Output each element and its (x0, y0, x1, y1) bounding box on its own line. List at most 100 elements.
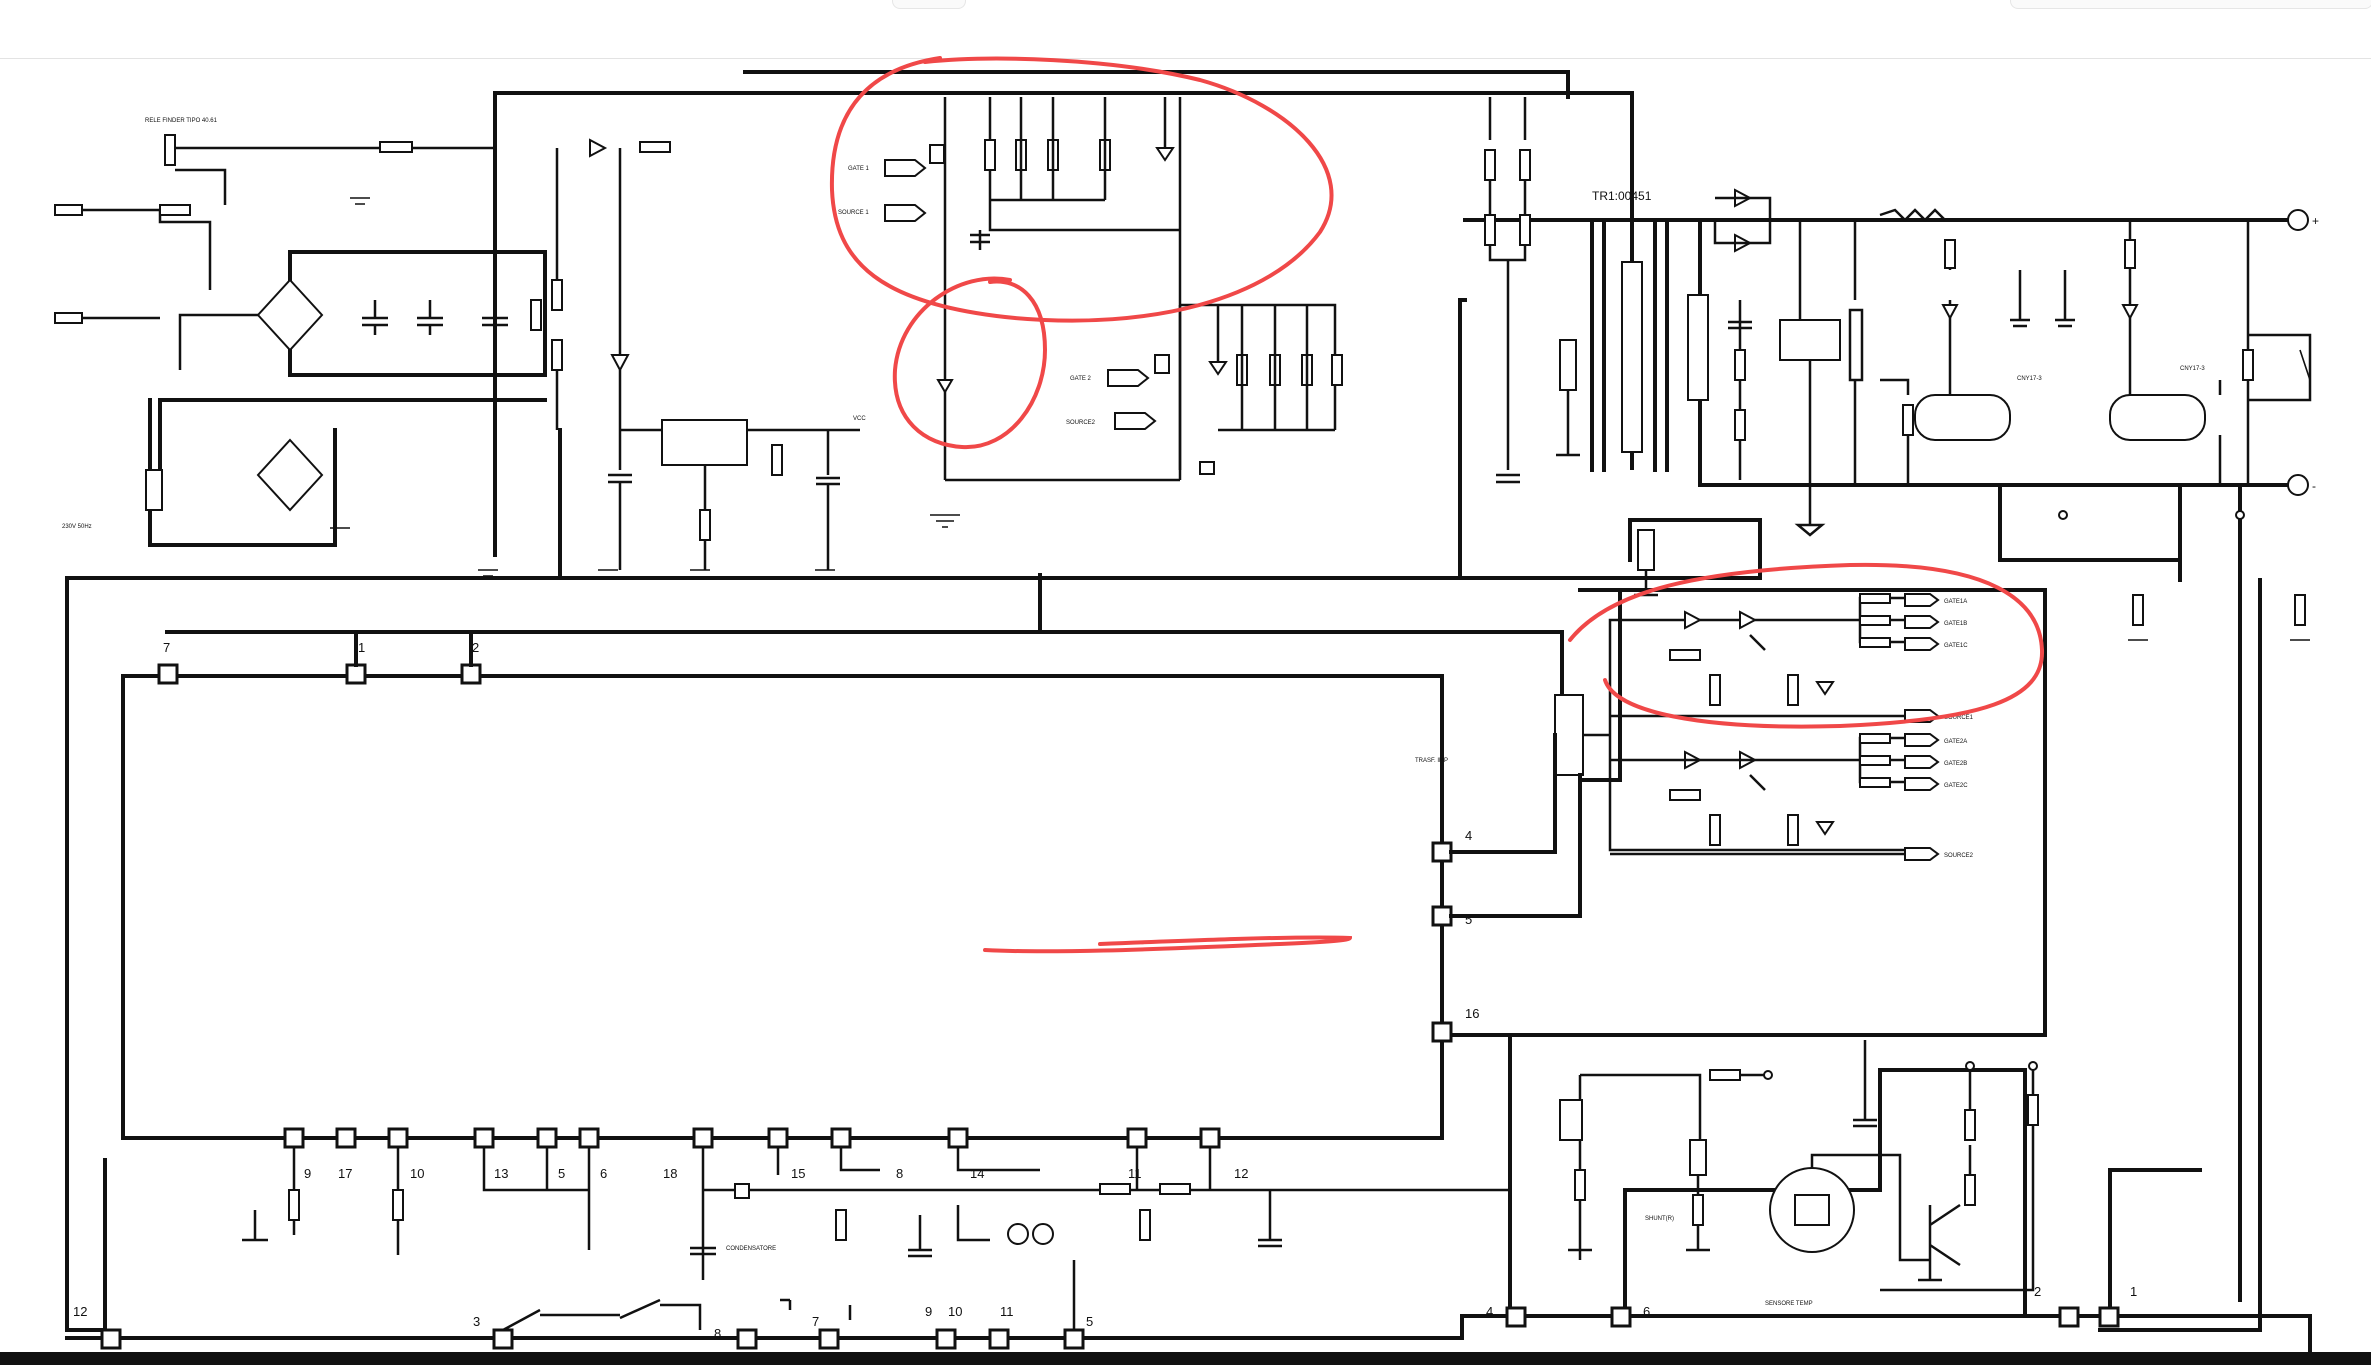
current-transformer (1637, 529, 1655, 571)
test-point[interactable] (1007, 1223, 1029, 1245)
pin[interactable] (1505, 1306, 1527, 1328)
pin-label: 3 (473, 1314, 480, 1329)
gate1b-label: GATE1B (1944, 621, 1967, 627)
terminal-gate1[interactable] (884, 159, 927, 177)
resistor (639, 141, 671, 153)
resistor (835, 1209, 847, 1241)
pin[interactable] (1431, 905, 1453, 927)
pin[interactable] (830, 1127, 852, 1149)
capacitor (734, 1183, 750, 1199)
out-pos-label: + (2312, 214, 2319, 228)
pin[interactable] (387, 1127, 409, 1149)
pin[interactable] (345, 663, 367, 685)
gate2b-label: GATE2B (1944, 761, 1967, 767)
pin[interactable] (988, 1328, 1010, 1350)
pin-label: 8 (896, 1166, 903, 1181)
pin[interactable] (692, 1127, 714, 1149)
pin[interactable] (947, 1127, 969, 1149)
pin[interactable] (818, 1328, 840, 1350)
terminal-gate2[interactable] (1107, 369, 1150, 387)
terminal-gate1a[interactable] (1904, 593, 1940, 607)
terminal-gate1c[interactable] (1904, 637, 1940, 651)
pin[interactable] (460, 663, 482, 685)
pin[interactable] (1610, 1306, 1632, 1328)
transformer-secondary (1687, 294, 1709, 401)
pin[interactable] (1126, 1127, 1148, 1149)
annotations (829, 56, 2045, 954)
pin[interactable] (335, 1127, 357, 1149)
inductor (1559, 339, 1577, 391)
tl1-label: TRASF. IMP (1415, 758, 1448, 764)
terminal-source2[interactable] (1904, 847, 1940, 861)
transformer-label: TR1:00451 (1592, 189, 1652, 203)
terminal-in[interactable] (54, 312, 83, 324)
resistor (1859, 777, 1891, 788)
pin[interactable] (536, 1127, 558, 1149)
pin-label: 4 (1486, 1304, 1493, 1319)
pin[interactable] (157, 663, 179, 685)
pin-label: 2 (472, 640, 479, 655)
resistor (2124, 239, 2136, 269)
resistor (771, 444, 783, 476)
pin-label: 7 (812, 1314, 819, 1329)
pin[interactable] (1199, 1127, 1221, 1149)
pin-label: 12 (73, 1304, 87, 1319)
resistor (1669, 789, 1701, 801)
source-2-label: SOURCE2 (1944, 853, 1974, 859)
output-section: TR1:00451 CNY17-3 CNY17-3 (1484, 97, 2319, 641)
resistor (1734, 409, 1746, 441)
terminal-gate2b[interactable] (1904, 755, 1940, 769)
output-terminal-negative[interactable] (2287, 474, 2309, 496)
terminal-source1[interactable] (884, 204, 927, 222)
zener-diode (1815, 821, 1835, 836)
resistor (2294, 594, 2306, 626)
resistor (1859, 637, 1891, 648)
terminal-gate2c[interactable] (1904, 777, 1940, 791)
shunt-label: SHUNT(R) (1645, 1216, 1674, 1222)
annotation-underline (983, 935, 1353, 954)
pin-label: 12 (1234, 1166, 1248, 1181)
optocoupler (2109, 394, 2206, 441)
terminal-in[interactable] (54, 204, 83, 216)
pin[interactable] (100, 1328, 122, 1350)
transil-diode (1155, 147, 1175, 162)
terminal-gate2a[interactable] (1904, 733, 1940, 747)
pin[interactable] (1431, 1021, 1453, 1043)
resistor (1709, 674, 1721, 706)
resistor (1902, 404, 1914, 436)
resistor (530, 299, 542, 331)
pin[interactable] (1431, 841, 1453, 863)
pin[interactable] (473, 1127, 495, 1149)
terminal-source2[interactable] (1114, 412, 1157, 430)
pin[interactable] (492, 1328, 514, 1350)
pin[interactable] (935, 1328, 957, 1350)
pin-label: 4 (1465, 828, 1472, 843)
vcc-node (2028, 1061, 2038, 1071)
annotation-loop-gatedriver (1568, 562, 2045, 729)
pin[interactable] (283, 1127, 305, 1149)
temp-label: SENSORE TEMP (1765, 1301, 1813, 1307)
potentiometer (1559, 1099, 1583, 1141)
diode (1684, 610, 1703, 630)
tab-edge-right[interactable] (2010, 0, 2371, 9)
output-terminal-positive[interactable] (2287, 209, 2309, 231)
resistor (1859, 615, 1891, 626)
trimmer (1689, 1139, 1707, 1176)
pin[interactable] (736, 1328, 758, 1350)
pin-label: 18 (663, 1166, 677, 1181)
temp-sensor-body (1794, 1194, 1830, 1226)
transil-diode (1208, 361, 1228, 376)
opto-label-1: CNY17-3 (2017, 376, 2042, 382)
pin[interactable] (578, 1127, 600, 1149)
pin[interactable] (1063, 1328, 1085, 1350)
pin[interactable] (767, 1127, 789, 1149)
gate2-label: GATE 2 (1070, 376, 1092, 382)
gate1-label: GATE 1 (848, 166, 870, 172)
pin[interactable] (2058, 1306, 2080, 1328)
terminal-gate1b[interactable] (1904, 615, 1940, 629)
zener-diode (2121, 304, 2139, 321)
resistor (1519, 149, 1531, 181)
test-point[interactable] (1032, 1223, 1054, 1245)
pin[interactable] (2098, 1306, 2120, 1328)
relay-label: RELE FINDER TIPO 40.61 (145, 118, 218, 124)
